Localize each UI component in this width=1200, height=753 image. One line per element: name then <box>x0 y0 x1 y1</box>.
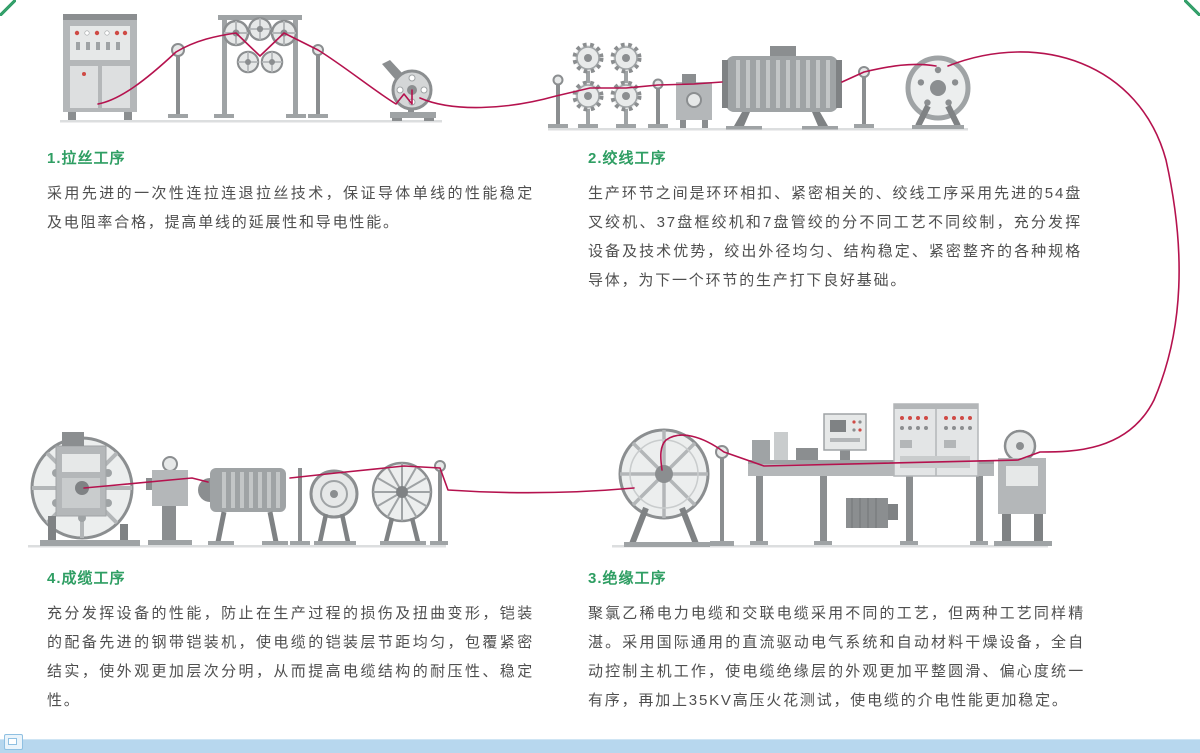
section-stranding: 2.绞线工序 生产环节之间是环环相扣、紧密相关的、绞线工序采用先进的54盘叉绞机… <box>588 147 1082 295</box>
section-title: 3.绝缘工序 <box>588 570 667 587</box>
capstan-wheel <box>309 469 359 545</box>
stranding-line-illustration <box>548 45 968 131</box>
section-insulation: 3.绝缘工序 聚氯乙稀电力电缆和交联电缆采用不同的工艺，但两种工艺同样精湛。采用… <box>588 567 1085 715</box>
corner-accent-icon <box>1184 0 1200 16</box>
guide-post <box>710 445 734 546</box>
guide-machine <box>676 74 712 128</box>
window-widget-icon[interactable] <box>4 734 23 750</box>
section-body: 生产环节之间是环环相扣、紧密相关的、绞线工序采用先进的54盘叉绞机、37盘框绞机… <box>588 185 1082 289</box>
drive-motor <box>846 498 898 528</box>
section-cabling: 4.成缆工序 充分发挥设备的性能，防止在生产过程的损伤及扭曲变形，铠装的配备先进… <box>47 567 534 715</box>
control-console <box>823 413 867 460</box>
section-body: 采用先进的一次性连拉连退拉丝技术，保证导体单线的性能稳定及电阻率合格，提高单线的… <box>47 185 534 231</box>
take-up-spool <box>908 58 968 129</box>
section-wire-drawing: 1.拉丝工序 采用先进的一次性连拉连退拉丝技术，保证导体单线的性能稳定及电阻率合… <box>47 147 534 237</box>
corner-accent-icon <box>0 0 16 16</box>
guide-post <box>854 66 874 128</box>
drawing-roller-frame <box>214 15 306 118</box>
wire-drawing-line-illustration <box>60 14 442 123</box>
section-title: 4.成缆工序 <box>47 570 126 587</box>
take-up-reel <box>382 60 436 121</box>
stranding-cage-wheels <box>575 45 639 128</box>
spoked-turntable-wheel <box>371 461 433 545</box>
guide-post <box>648 78 668 128</box>
armoring-pay-off-spool <box>30 432 140 546</box>
guide-stand <box>146 456 192 545</box>
cable-wire-path <box>83 32 1180 494</box>
pay-off-spool <box>618 428 710 547</box>
guide-post <box>548 74 568 128</box>
extruder-line <box>748 403 994 545</box>
section-body: 聚氯乙稀电力电缆和交联电缆采用不同的工艺，但两种工艺同样精湛。采用国际通用的直流… <box>588 605 1085 709</box>
guide-post <box>430 460 448 545</box>
section-title: 1.拉丝工序 <box>47 150 126 167</box>
guide-post <box>290 468 310 545</box>
pay-off-carriage <box>55 432 107 517</box>
cabling-line-illustration <box>28 432 448 548</box>
bottom-scroll-bar[interactable] <box>0 739 1200 753</box>
electrical-cabinet <box>893 403 979 477</box>
section-title: 2.绞线工序 <box>588 150 667 167</box>
insulation-line-illustration <box>612 403 1052 548</box>
steel-tape-armoring-machine <box>198 468 288 545</box>
stranding-drum <box>722 46 842 130</box>
section-body: 充分发挥设备的性能，防止在生产过程的损伤及扭曲变形，铠装的配备先进的钢带铠装机，… <box>47 605 534 709</box>
take-up-machine <box>994 429 1052 546</box>
guide-post <box>308 44 328 118</box>
guide-post <box>168 43 188 118</box>
